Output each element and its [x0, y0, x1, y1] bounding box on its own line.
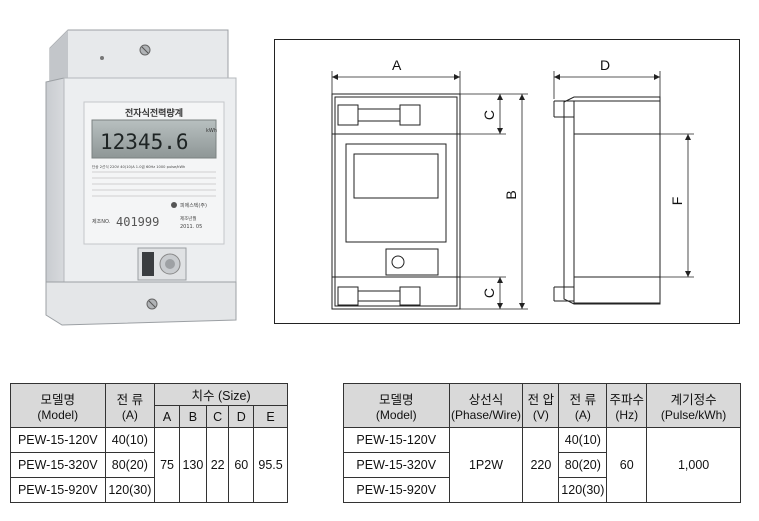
row-model: PEW-15-920V — [10, 477, 106, 503]
row-model: PEW-15-120V — [10, 427, 106, 453]
size-header-b: B — [178, 405, 207, 428]
size-header-e: E — [253, 405, 288, 428]
spec-pulse-value: 1,000 — [646, 427, 741, 503]
dim-label-a: A — [392, 57, 402, 73]
meter-maker-label: 피에스텍(주) — [180, 202, 207, 209]
row-model: PEW-15-320V — [10, 452, 106, 478]
maker-logo-icon — [171, 202, 177, 208]
size-header-c: C — [205, 405, 230, 428]
meter-display-title: 전자식전력량계 — [125, 107, 183, 119]
spec-freq-value: 60 — [606, 427, 648, 503]
size-table-header-size: 치수 (Size) — [154, 383, 288, 406]
header-model-ko: 모델명 — [40, 393, 76, 407]
header-voltage-ko: 전 압 — [527, 393, 555, 407]
spec-header-voltage: 전 압 (V) — [522, 383, 560, 428]
row-current: 40(10) — [104, 427, 156, 453]
spec-phase-value: 1P2W — [448, 427, 524, 503]
spec-header-phase: 상선식 (Phase/Wire) — [448, 383, 524, 428]
table-row: PEW-15-920V 120(30) — [10, 477, 288, 503]
dimension-drawing-frame — [274, 39, 740, 324]
meter-date-value: 2011. 05 — [180, 224, 202, 230]
size-table-header-model: 모델명 (Model) — [10, 383, 106, 428]
meter-display-unit: kWh — [206, 128, 217, 134]
header-pulse-ko: 계기정수 — [670, 393, 717, 407]
header-model-ko: 모델명 — [378, 393, 414, 407]
header-current-unit: (A) — [574, 408, 591, 422]
size-value-e: 95.5 — [253, 427, 288, 503]
spec-header-freq: 주파수 (Hz) — [606, 383, 648, 428]
dim-label-b: B — [503, 190, 519, 199]
table-row: PEW-15-320V 80(20) — [343, 452, 741, 478]
header-freq-ko: 주파수 — [609, 393, 645, 407]
header-model-en: (Model) — [37, 408, 79, 422]
size-header-a: A — [154, 405, 180, 428]
row-current: 80(20) — [558, 452, 608, 478]
dimension-drawing: A D B C C F — [331, 57, 694, 310]
size-value-a: 75 — [154, 427, 180, 503]
meter-display-reading: 12345.6 — [100, 130, 189, 154]
header-model-en: (Model) — [375, 408, 417, 422]
spec-voltage-value: 220 — [522, 427, 560, 503]
table-row: PEW-15-120V 40(10) 75 130 22 60 95.5 — [10, 427, 288, 503]
row-current: 120(30) — [104, 477, 156, 503]
dim-label-c-top: C — [481, 110, 497, 120]
header-phase-en: (Phase/Wire) — [450, 408, 521, 422]
size-value-b: 130 — [178, 427, 207, 503]
header-voltage-unit: (V) — [532, 408, 549, 422]
header-phase-ko: 상선식 — [468, 393, 504, 407]
meter-date-label: 제조년월 — [180, 215, 197, 222]
spec-table: 모델명 (Model) 상선식 (Phase/Wire) 전 압 (V) 전 류… — [343, 383, 741, 503]
dim-label-c-bottom: C — [481, 288, 497, 298]
header-current-ko: 전 류 — [116, 393, 144, 407]
meter-spec-line: 단상 2선식 220V 40(10)A 1.0급 60Hz 1000 pulse… — [92, 164, 185, 169]
meter-serial-number: 401999 — [116, 215, 159, 229]
row-model: PEW-15-120V — [343, 427, 450, 453]
header-freq-unit: (Hz) — [615, 408, 639, 422]
size-value-d: 60 — [228, 427, 255, 503]
header-current-ko: 전 류 — [569, 393, 597, 407]
row-model: PEW-15-320V — [343, 452, 450, 478]
spec-header-pulse: 계기정수 (Pulse/kWh) — [646, 383, 741, 428]
meter-serial-label: 제조NO. — [92, 218, 111, 225]
size-value-c: 22 — [205, 427, 230, 503]
row-current: 120(30) — [558, 477, 608, 503]
table-row: PEW-15-920V 120(30) — [343, 477, 741, 503]
spec-header-model: 모델명 (Model) — [343, 383, 450, 428]
row-current: 40(10) — [558, 427, 608, 453]
header-current-unit: (A) — [121, 408, 138, 422]
dim-label-f: F — [669, 197, 685, 206]
header-pulse-unit: (Pulse/kWh) — [660, 408, 727, 422]
spec-header-current: 전 류 (A) — [558, 383, 608, 428]
row-current: 80(20) — [104, 452, 156, 478]
size-header-d: D — [228, 405, 255, 428]
dim-label-d: D — [600, 57, 610, 73]
table-row: PEW-15-120V 1P2W 220 40(10) 60 1,000 — [343, 427, 741, 503]
meter-photo: 전자식전력량계 12345.6 kWh 단상 2선식 220V 40(10)A … — [45, 29, 237, 326]
row-model: PEW-15-920V — [343, 477, 450, 503]
size-table: 모델명 (Model) 전 류 (A) 치수 (Size) A B C D E … — [10, 383, 288, 503]
size-table-header-current: 전 류 (A) — [104, 383, 156, 428]
